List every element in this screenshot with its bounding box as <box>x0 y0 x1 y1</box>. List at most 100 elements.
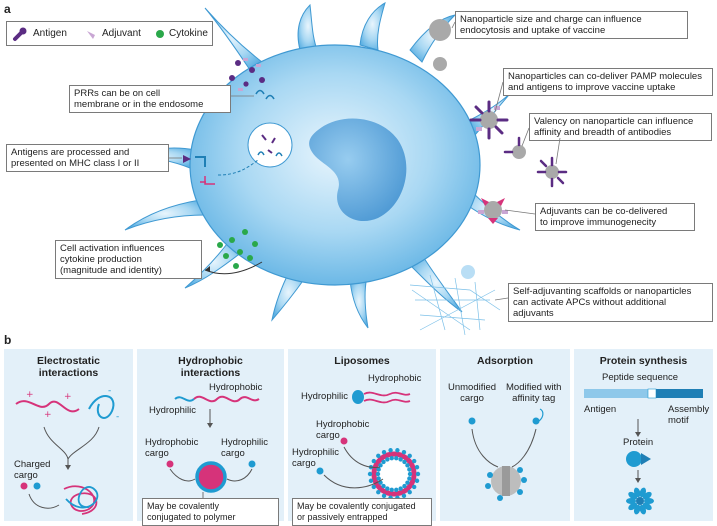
nanoparticle-small <box>433 57 447 71</box>
peptide-label: Peptide sequence <box>602 372 679 383</box>
lipid-head <box>407 476 412 481</box>
legend-cytokine: Cytokine <box>169 28 208 39</box>
lipid-head <box>367 471 373 477</box>
lipid-head <box>407 453 412 459</box>
lipid-head <box>376 489 381 495</box>
lipid-head <box>381 449 387 455</box>
lipid-head <box>381 483 386 489</box>
lipid-head <box>411 484 417 490</box>
lipid-head <box>381 493 387 499</box>
panel-b-letter: b <box>4 333 12 347</box>
svg-text:-: - <box>108 386 111 396</box>
cytokine-icon <box>156 30 164 38</box>
adjuvant-icon <box>87 31 95 39</box>
legend-antigen: Antigen <box>33 28 67 39</box>
lipid-head <box>414 478 420 483</box>
adsorption-drawing <box>468 408 544 501</box>
valency-particles <box>503 136 568 188</box>
lipid-head <box>414 465 420 470</box>
lipo-hydrophilic-label: Hydrophilic <box>301 391 348 402</box>
label-pamp: Nanoparticles can co-deliver PAMP molecu… <box>503 68 713 96</box>
lipid-head <box>402 483 407 489</box>
scaffold-mesh <box>409 274 501 336</box>
lipid-head <box>407 489 412 495</box>
lipid-head <box>376 476 381 481</box>
adsorption-title: Adsorption <box>477 355 533 367</box>
label-scaffold: Self-adjuvanting scaffolds or nanopartic… <box>508 283 713 322</box>
protein-label: Protein <box>623 437 654 448</box>
lipid-head <box>371 458 377 464</box>
lipid-head <box>405 463 410 468</box>
legend: Antigen Adjuvant Cytokine <box>6 21 213 46</box>
liposome-drawing <box>316 390 421 500</box>
lipid-head <box>415 471 421 477</box>
panel-a-letter: a <box>4 2 11 16</box>
lipid-head <box>389 487 394 493</box>
leader-lines <box>169 21 561 301</box>
endosome <box>247 122 293 168</box>
lipid-head <box>394 455 399 461</box>
lipid-head <box>405 480 410 485</box>
svg-text:+: + <box>64 392 72 402</box>
legend-adjuvant: Adjuvant <box>102 28 141 39</box>
dendritic-cell <box>114 1 568 336</box>
protein-subunit <box>639 504 647 515</box>
lipo-hydrophobic-label: Hydrophobic <box>368 373 422 384</box>
electrostatic-drawing: + + + - - <box>15 386 119 515</box>
hydrophilic-label: Hydrophilic <box>149 405 196 416</box>
lipid-head <box>407 471 413 477</box>
cell-nucleus <box>309 118 407 222</box>
protein-subunit <box>644 498 654 504</box>
svg-text:-: - <box>116 412 119 422</box>
nanoparticle-large <box>429 19 451 41</box>
antigen-icon <box>13 27 27 41</box>
panel-protein: Protein synthesis Peptide sequence Antig… <box>574 349 713 521</box>
svg-text:+: + <box>44 410 52 420</box>
hydrophobic-label: Hydrophobic <box>209 382 263 393</box>
adjuvant-particle <box>478 198 508 224</box>
lipid-head <box>376 453 381 459</box>
protein-subunit <box>633 487 641 498</box>
pamp-particle <box>469 100 509 140</box>
svg-text:+: + <box>26 390 34 400</box>
lipid-head <box>411 458 417 464</box>
lipid-head <box>368 478 374 483</box>
lipid-head <box>407 467 412 472</box>
lipid-head <box>388 448 393 453</box>
lipid-head <box>389 455 394 461</box>
lipid-head <box>394 487 399 493</box>
lipid-head <box>401 493 407 499</box>
protein-subunit <box>626 498 636 504</box>
lipid-head <box>401 449 407 455</box>
lipid-head <box>385 486 390 491</box>
protein-subunit <box>642 491 652 500</box>
lipid-head <box>402 459 407 465</box>
lipid-head <box>371 484 377 490</box>
lipid-head <box>378 463 383 468</box>
panel-liposomes: Liposomes Hydrophobic Hydrophilic Hydrop… <box>288 349 436 526</box>
antigen-seg-label: Antigen <box>584 404 617 415</box>
lipid-head <box>376 467 381 472</box>
lipid-head <box>385 457 390 462</box>
protein-drawing <box>584 388 703 515</box>
lipid-head <box>398 486 403 491</box>
lipid-head <box>398 457 403 462</box>
